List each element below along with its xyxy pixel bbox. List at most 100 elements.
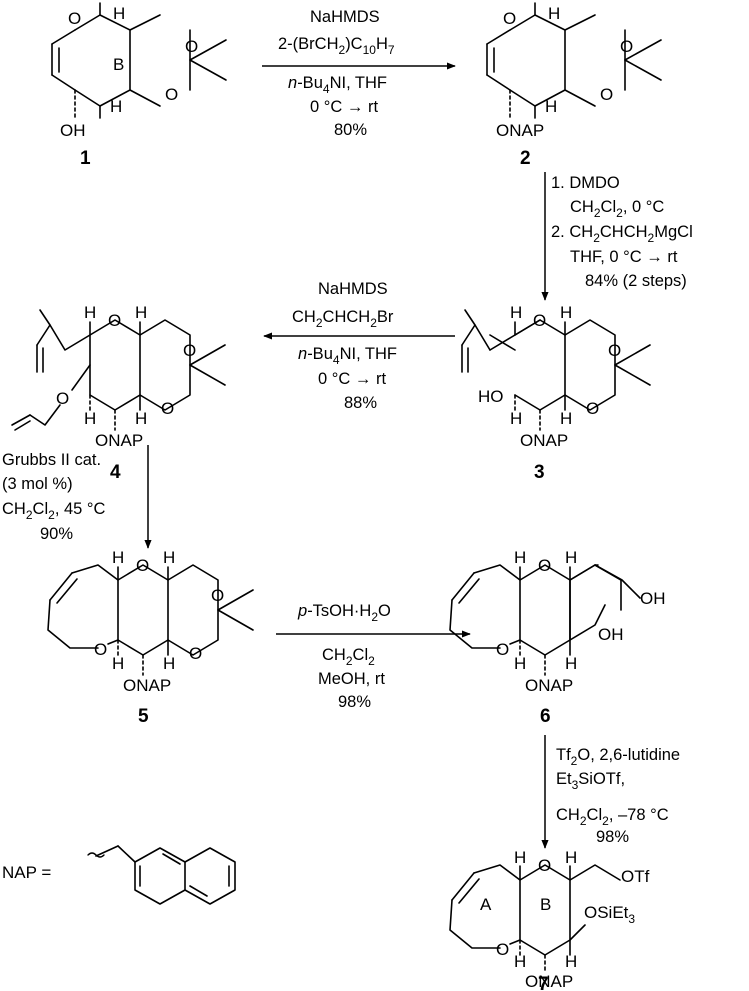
compound-1-number: 1 [80,148,91,169]
cond-1-temperature: 0 °C → rt [310,98,378,116]
compound-2-h-top: H [548,4,560,23]
compound-3: H O H O O HO H H ONAP 3 [461,303,651,483]
compound-3-h-1: H [510,303,522,322]
compound-6-ring-oxygen: O [538,556,551,575]
compound-6: H O H OH OH O H H ONAP 6 [449,548,666,727]
cond-1-reagent-3: n-Bu4NI, THF [288,74,387,96]
compound-5-dioxane-o-top: O [211,586,224,605]
compound-4-h-3: H [84,409,96,428]
compound-3-bonds [461,309,651,431]
compound-7: H O H A B OTf OSiEt3 O H H ONAP 7 [449,848,650,991]
conditions-3: NaHMDS CH2CHCH2Br n-Bu4NI, THF 0 °C → rt… [292,280,397,412]
compound-5-h-3: H [112,654,124,673]
compound-7-number: 7 [538,974,549,991]
compound-6-number: 6 [540,706,551,727]
compound-4-ring-oxygen: O [108,311,121,330]
cond-4-catalyst: Grubbs II cat. [2,451,101,469]
cond-2-conditions: THF, 0 °C → rt [570,248,678,266]
cond-3-yield: 88% [344,394,377,412]
compound-7-silyl-ether: OSiEt3 [584,903,635,926]
compound-7-ring-oxygen: O [538,856,551,875]
compound-5: H O H O O O H H ONAP 5 [47,548,254,727]
cond-3-reagent-3: n-Bu4NI, THF [298,345,397,367]
nap-label: NAP = [2,863,51,882]
compound-6-secondary-hydroxyl: OH [598,625,624,644]
cond-6-reagent-2: Et3SiOTf, [556,770,625,792]
compound-1-ring-label: B [113,55,124,74]
compound-3-dioxane-o-bottom: O [586,399,599,418]
compound-1-hydroxyl: OH [60,121,86,140]
compound-4-h-4: H [135,409,147,428]
compound-4-onap: ONAP [95,431,143,450]
cond-3-temperature: 0 °C → rt [318,370,386,388]
compound-5-bonds [47,564,254,676]
compound-5-h-1: H [112,548,124,567]
cond-3-reagent-2: CH2CHCH2Br [292,308,394,330]
compound-3-onap: ONAP [520,431,568,450]
cond-6-yield: 98% [596,828,629,846]
compound-7-h-2: H [565,848,577,867]
cond-2-solvent: CH2Cl2, 0 °C [570,198,664,220]
compound-1-dioxane-o-top: O [185,37,198,56]
compound-5-number: 5 [138,706,149,727]
cond-1-yield: 80% [334,121,367,139]
compound-5-dioxane-o-bottom: O [189,644,202,663]
compound-1-ring-oxygen: O [68,9,81,28]
compound-3-number: 3 [534,462,545,483]
compound-4-bonds [11,309,226,431]
cond-3-reagent-1: NaHMDS [318,280,388,298]
compound-7-oxepene-oxygen: O [496,940,509,959]
compound-6-oxepene-oxygen: O [496,640,509,659]
cond-6-reagent-1: Tf2O, 2,6-lutidine [556,746,680,768]
compound-7-bonds [449,864,621,971]
compound-6-primary-hydroxyl: OH [640,589,666,608]
conditions-1: NaHMDS 2-(BrCH2)C10H7 n-Bu4NI, THF 0 °C … [278,8,395,139]
compound-2-number: 2 [520,148,531,169]
compound-1-h-bottom: H [110,97,122,116]
compound-6-h-1: H [514,548,526,567]
cond-4-loading: (3 mol %) [2,475,73,493]
compound-1-bonds [51,2,227,121]
compound-3-dioxane-o-top: O [608,341,621,360]
cond-5-solvent: CH2Cl2 [322,646,375,668]
cond-1-reagent-2: 2-(BrCH2)C10H7 [278,35,395,57]
cond-5-yield: 98% [338,693,371,711]
compound-7-h-3: H [514,952,526,971]
compound-3-h-3: H [510,409,522,428]
compound-5-h-4: H [163,654,175,673]
compound-1-dioxane-o-bottom: O [165,85,178,104]
compound-5-ring-oxygen: O [136,556,149,575]
cond-5-reagent-1: p-TsOH·H2O [297,602,391,624]
compound-6-h-3: H [514,654,526,673]
cond-6-solvent: CH2Cl2, –78 °C [556,806,669,828]
compound-5-onap: ONAP [123,676,171,695]
compound-7-triflate: OTf [621,867,650,886]
naphthylmethyl-structure [87,845,236,905]
cond-4-solvent: CH2Cl2, 45 °C [2,500,106,522]
cond-5-solvent-2: MeOH, rt [318,670,385,688]
compound-4-dioxane-o-top: O [183,341,196,360]
compound-7-h-1: H [514,848,526,867]
compound-4-allyl-oxygen: O [56,389,69,408]
conditions-4: Grubbs II cat. (3 mol %) CH2Cl2, 45 °C 9… [2,451,106,543]
compound-5-oxepene-oxygen: O [94,640,107,659]
compound-5-h-2: H [163,548,175,567]
compound-4-h-1: H [84,303,96,322]
compound-2-bonds [486,2,662,121]
compound-3-hydroxyl: HO [478,387,504,406]
compound-2-dioxane-o-top: O [620,37,633,56]
compound-7-ring-label-b: B [540,895,551,914]
conditions-6: Tf2O, 2,6-lutidine Et3SiOTf, CH2Cl2, –78… [556,746,680,846]
compound-7-onap: ONAP [525,972,573,991]
cond-4-yield: 90% [40,525,73,543]
compound-6-onap: ONAP [525,676,573,695]
nap-definition: NAP = [2,845,236,905]
compound-6-h-4: H [565,654,577,673]
conditions-2: 1. DMDO CH2Cl2, 0 °C 2. CH2CHCH2MgCl THF… [551,174,693,290]
compound-3-h-2: H [560,303,572,322]
compound-7-ring-label-a: A [480,895,492,914]
cond-1-reagent-1: NaHMDS [310,8,380,26]
compound-7-h-4: H [565,952,577,971]
compound-3-h-4: H [560,409,572,428]
